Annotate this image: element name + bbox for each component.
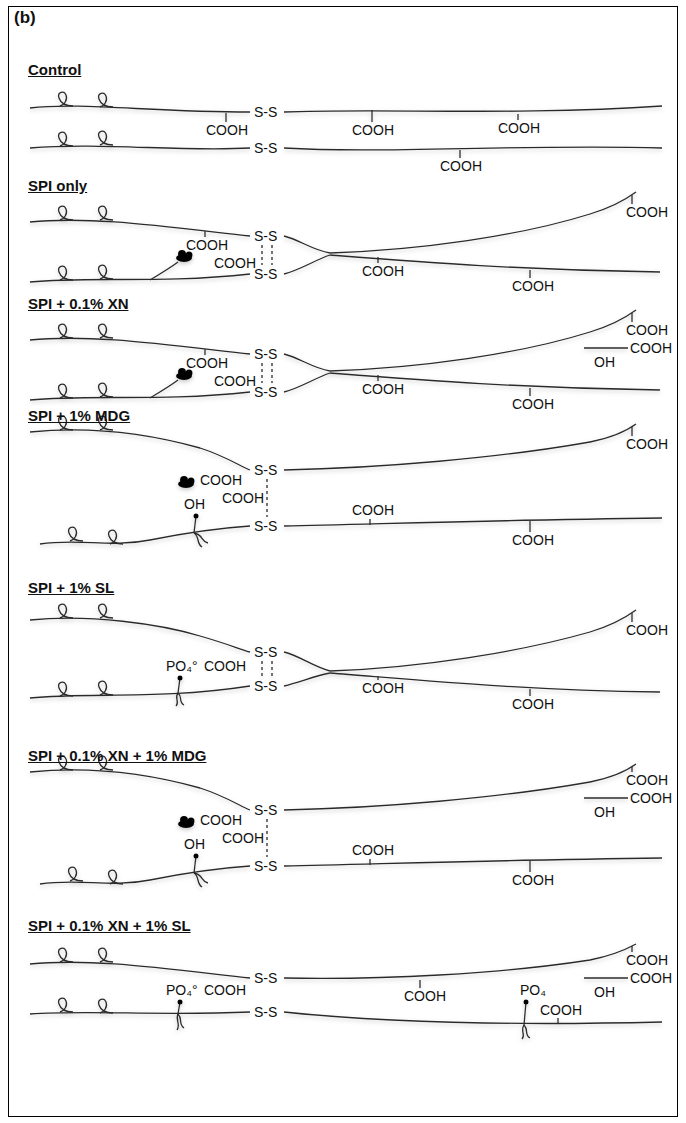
panel-title: SPI only [28, 178, 87, 194]
chemical-group-label: COOH [512, 696, 554, 712]
chemical-group-label: S-S [254, 384, 277, 400]
chemical-group-label: PO₄° [166, 658, 198, 674]
chemical-group-label: COOH [214, 373, 256, 389]
chemical-group-label: COOH [512, 278, 554, 294]
figure-frame [9, 7, 678, 1117]
chemical-group-label: COOH [498, 120, 540, 136]
chemical-group-label: S-S [254, 462, 277, 478]
panel-title: SPI + 1% SL [28, 580, 114, 596]
chemical-group-label: S-S [254, 802, 277, 818]
chemical-group-label: S-S [254, 346, 277, 362]
chemical-group-label: COOH [200, 812, 242, 828]
spi-mdg-chains [30, 416, 662, 547]
chemical-group-label: COOH [630, 340, 672, 356]
chemical-group-label: S-S [254, 1004, 277, 1020]
chemical-group-label: OH [594, 354, 615, 370]
chemical-group-label: COOH [404, 988, 446, 1004]
chemical-group-label: S-S [254, 104, 277, 120]
chemical-group-label: COOH [440, 158, 482, 174]
panel-title: Control [28, 62, 81, 78]
chemical-group-label: COOH [200, 472, 242, 488]
chemical-group-label: S-S [254, 678, 277, 694]
chemical-group-label: S-S [254, 518, 277, 534]
chemical-group-label: COOH [352, 502, 394, 518]
chemical-group-label: COOH [352, 842, 394, 858]
spi-xn-chains [30, 310, 660, 400]
chemical-group-label: COOH [204, 982, 246, 998]
chemical-group-label: COOH [626, 772, 668, 788]
figure-letter: (b) [14, 10, 36, 26]
chemical-group-label: COOH [626, 436, 668, 452]
spi-sl-chains [30, 604, 660, 706]
chemical-group-label: COOH [204, 658, 246, 674]
chemical-group-label: COOH [626, 952, 668, 968]
chemical-group-label: OH [184, 836, 205, 852]
chemical-group-label: COOH [186, 237, 228, 253]
chemical-group-label: COOH [222, 490, 264, 506]
chemical-group-label: PO₄ [520, 982, 546, 998]
chemical-group-label: COOH [352, 122, 394, 138]
chemical-group-label: PO₄° [166, 982, 198, 998]
panel-title: SPI + 1% MDG [28, 408, 130, 424]
chemical-group-label: COOH [186, 355, 228, 371]
spi-xn-sl-chains [30, 944, 662, 1039]
chemical-group-label: S-S [254, 140, 277, 156]
chemical-group-label: COOH [214, 255, 256, 271]
chemical-group-label: S-S [254, 644, 277, 660]
panel-title: SPI + 0.1% XN + 1% MDG [28, 748, 206, 764]
spi-xn-mdg-chains [30, 756, 662, 887]
chemical-group-label: COOH [626, 622, 668, 638]
chemical-group-label: S-S [254, 858, 277, 874]
chemical-group-label: COOH [222, 830, 264, 846]
chemical-group-label: COOH [362, 381, 404, 397]
chemical-group-label: COOH [626, 204, 668, 220]
chemical-group-label: COOH [512, 396, 554, 412]
chemical-group-label: COOH [630, 970, 672, 986]
chemical-group-label: COOH [512, 872, 554, 888]
chemical-group-label: S-S [254, 228, 277, 244]
chemical-group-label: COOH [512, 532, 554, 548]
chemical-group-label: COOH [362, 263, 404, 279]
chemical-group-label: COOH [540, 1002, 582, 1018]
chemical-group-label: OH [184, 496, 205, 512]
panel-title: SPI + 0.1% XN + 1% SL [28, 918, 191, 934]
chemical-group-label: COOH [362, 680, 404, 696]
chemical-group-label: COOH [630, 790, 672, 806]
chemical-group-label: S-S [254, 970, 277, 986]
chemical-group-label: S-S [254, 266, 277, 282]
spi-chains [30, 192, 660, 282]
chemical-group-label: COOH [206, 122, 248, 138]
panel-title: SPI + 0.1% XN [28, 296, 128, 312]
chemical-group-label: OH [594, 984, 615, 1000]
control-chains [30, 92, 662, 158]
chemical-group-label: OH [594, 804, 615, 820]
chemical-group-label: COOH [626, 322, 668, 338]
